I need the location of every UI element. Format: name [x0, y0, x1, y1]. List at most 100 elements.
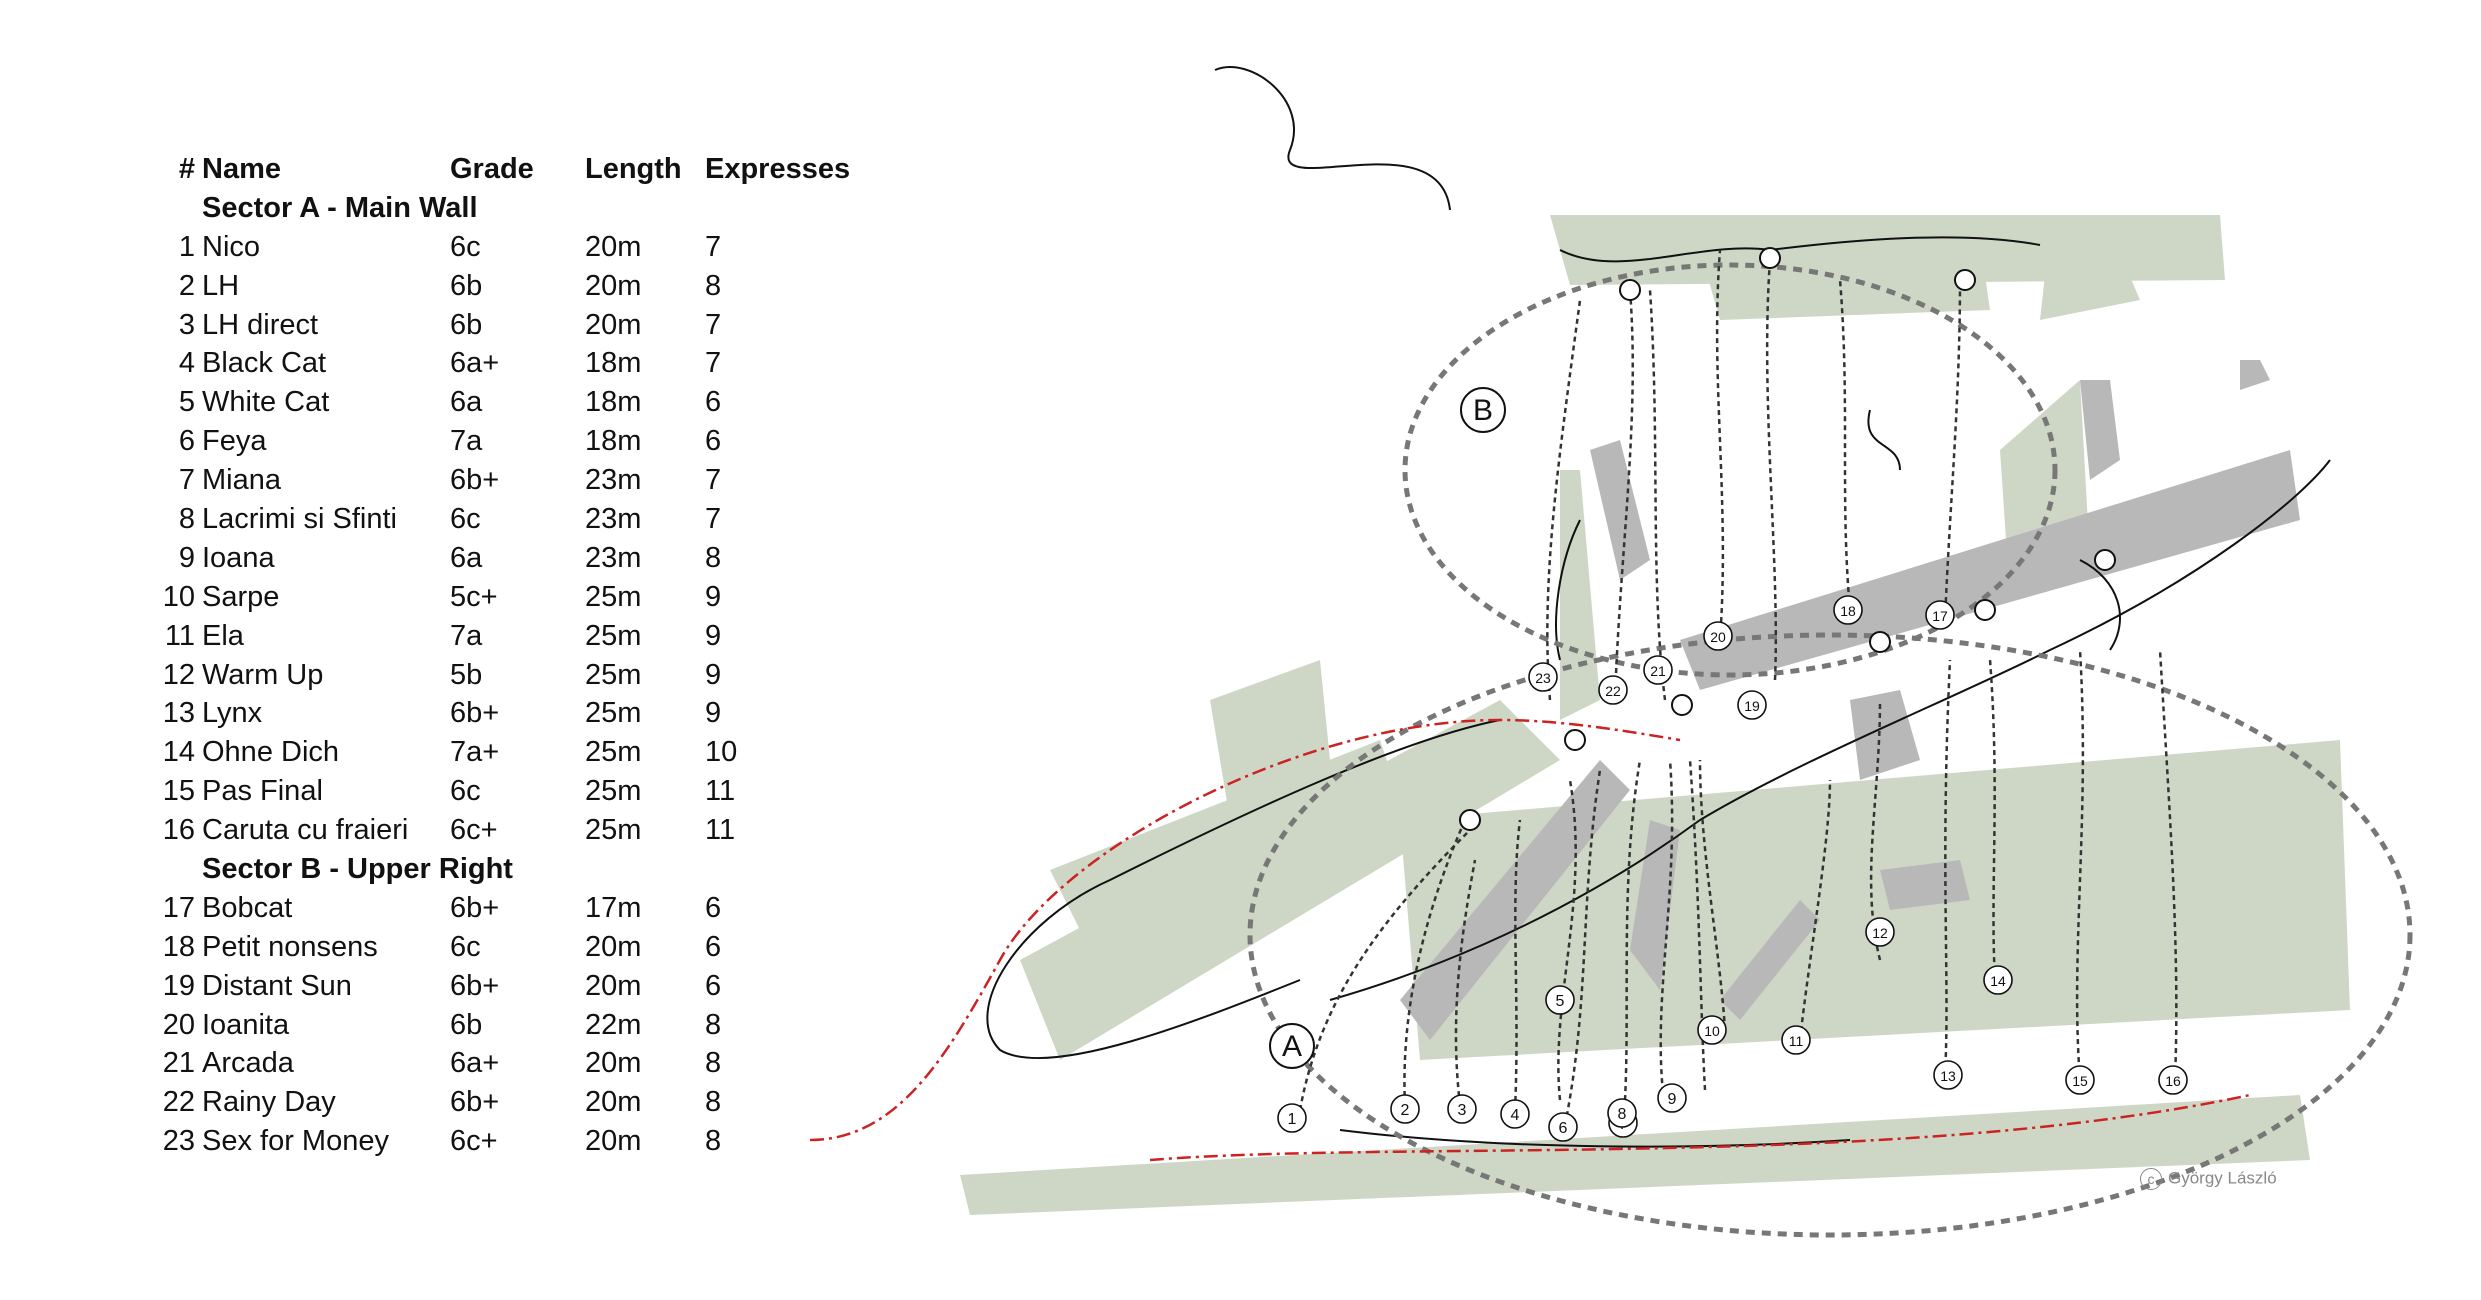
route-expresses: 6	[705, 969, 722, 1002]
route-number: 12	[162, 658, 195, 691]
credit-name: György László	[2168, 1168, 2277, 1188]
route-number: 15	[162, 775, 195, 808]
route-marker-circle	[1447, 1094, 1477, 1124]
route-grade: 6a+	[450, 1047, 500, 1080]
route-length: 25m	[585, 697, 642, 730]
route-marker: 13	[1933, 1060, 1963, 1090]
route-expresses: 10	[705, 736, 738, 769]
route-number: 14	[162, 736, 195, 769]
route-marker-label: 8	[1618, 1106, 1627, 1123]
header-length: Length	[585, 153, 682, 185]
route-expresses: 6	[705, 386, 722, 419]
route-name: Feya	[202, 425, 267, 458]
route-marker: 15	[2065, 1065, 2095, 1095]
header-num: #	[178, 153, 195, 185]
route-expresses: 8	[705, 541, 722, 574]
route-expresses: 9	[705, 580, 722, 613]
route-length: 25m	[585, 775, 642, 808]
route-marker: 20	[1703, 621, 1733, 651]
route-grade: 6b+	[450, 891, 500, 924]
route-marker-label: 1	[1288, 1111, 1297, 1128]
route-name: Lynx	[202, 697, 263, 730]
route-length: 23m	[585, 503, 642, 536]
route-name: Sex for Money	[202, 1125, 389, 1158]
route-grade: 6b	[450, 269, 483, 302]
route-marker-label: 21	[1650, 663, 1666, 679]
route-number: 22	[162, 1086, 195, 1119]
route-number: 7	[178, 464, 195, 497]
route-expresses: 7	[705, 347, 722, 380]
route-name: Petit nonsens	[202, 930, 378, 963]
route-number: 21	[162, 1047, 195, 1080]
route-marker-label: 12	[1872, 925, 1888, 941]
route-length: 18m	[585, 425, 642, 458]
route-grade: 7a	[450, 425, 483, 458]
route-marker-circle	[1598, 675, 1628, 705]
route-expresses: 8	[705, 269, 722, 302]
route-marker-label: 13	[1940, 1068, 1956, 1084]
route-length: 25m	[585, 814, 642, 847]
route-number: 1	[178, 230, 195, 263]
route-marker: 14	[1983, 965, 2013, 995]
sector-title: Sector B - Upper Right	[202, 853, 513, 886]
route-grade: 6b	[450, 308, 483, 341]
route-marker-circle	[1545, 985, 1575, 1015]
route-grade: 6b+	[450, 1086, 500, 1119]
route-marker-circle	[1925, 600, 1955, 630]
sector-outlines	[1247, 262, 2413, 1238]
route-marker: 8	[1607, 1098, 1637, 1128]
route-name: Bobcat	[202, 891, 293, 924]
route-number: 6	[178, 425, 195, 458]
route-grade: 7a	[450, 619, 483, 652]
route-grade: 6c+	[450, 1125, 498, 1158]
route-marker: 17	[1925, 600, 1955, 630]
route-marker: 10	[1697, 1015, 1727, 1045]
route-grade: 5b	[450, 658, 483, 691]
route-marker-label: 4	[1511, 1107, 1520, 1124]
route-marker: 4	[1500, 1099, 1530, 1129]
belay-anchors	[1459, 247, 2116, 831]
sector-label: A	[1282, 1030, 1302, 1063]
route-marker-label: 9	[1668, 1091, 1677, 1108]
route-number: 18	[162, 930, 195, 963]
route-marker-circle	[2065, 1065, 2095, 1095]
route-number: 3	[178, 308, 195, 341]
approach-path	[809, 718, 2251, 1162]
route-name: Ohne Dich	[202, 736, 340, 769]
route-length: 25m	[585, 736, 642, 769]
route-lines	[1298, 249, 2178, 1126]
route-length: 25m	[585, 619, 642, 652]
route-marker: 2	[1390, 1094, 1420, 1124]
route-markers: 1234567891011121314151617181920212223	[1277, 595, 2188, 1142]
route-expresses: 9	[705, 619, 722, 652]
route-marker: 18	[1833, 595, 1863, 625]
route-marker-label: 10	[1704, 1023, 1720, 1039]
route-marker: 3	[1447, 1094, 1477, 1124]
vegetation-shading	[960, 215, 2350, 1215]
route-marker: 22	[1598, 675, 1628, 705]
route-name: Miana	[202, 464, 281, 497]
route-grade: 6a	[450, 386, 483, 419]
route-marker: 6	[1548, 1112, 1578, 1142]
route-length: 20m	[585, 269, 642, 302]
route-number: 8	[178, 503, 195, 536]
route-grade: 6b+	[450, 969, 500, 1002]
route-name: Black Cat	[202, 347, 327, 380]
route-length: 20m	[585, 1125, 642, 1158]
route-length: 20m	[585, 1047, 642, 1080]
route-marker-label: 3	[1458, 1102, 1467, 1119]
route-name: Lacrimi si Sfinti	[202, 503, 397, 536]
route-number: 23	[162, 1125, 195, 1158]
